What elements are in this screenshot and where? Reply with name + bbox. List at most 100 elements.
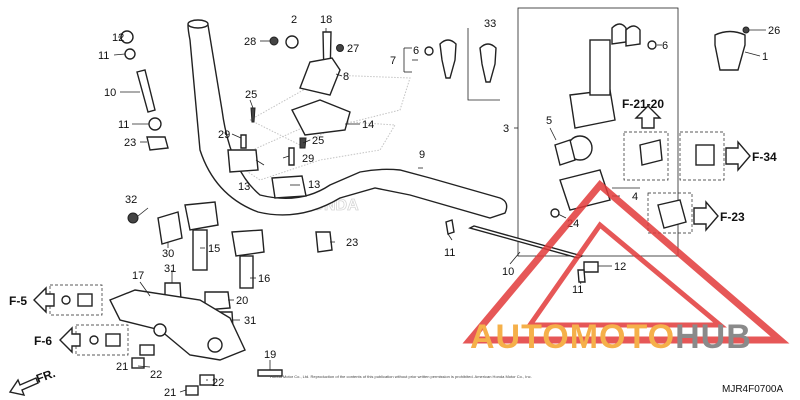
label-22b: 22 bbox=[212, 377, 224, 389]
label-10a: 10 bbox=[104, 87, 116, 99]
front-direction-indicator: FR. bbox=[8, 366, 57, 396]
label-2: 2 bbox=[291, 14, 297, 26]
washer-11a bbox=[124, 48, 136, 60]
holder-14 bbox=[291, 99, 351, 136]
label-5: 5 bbox=[546, 115, 552, 127]
key-33 bbox=[479, 43, 497, 83]
up-arrow bbox=[634, 105, 662, 129]
arrow-f23 bbox=[693, 200, 719, 232]
bolt-28 bbox=[269, 36, 279, 46]
rod-10 bbox=[468, 225, 584, 259]
watermark-logo bbox=[462, 180, 790, 344]
fr-arrow-icon bbox=[8, 377, 39, 396]
label-1: 1 bbox=[762, 51, 768, 63]
label-7: 7 bbox=[390, 55, 396, 67]
bracket-30 bbox=[157, 211, 183, 245]
label-23a: 23 bbox=[124, 137, 136, 149]
watermark-text: AUTOMOTOHUB bbox=[470, 318, 752, 356]
ref-f6: F-6 bbox=[34, 334, 52, 348]
label-11d: 11 bbox=[572, 284, 583, 296]
label-28: 28 bbox=[244, 36, 256, 48]
watermark-moto: MOTO bbox=[570, 318, 675, 356]
ref-f5: F-5 bbox=[9, 294, 27, 308]
label-31a: 31 bbox=[164, 263, 176, 275]
label-25a: 25 bbox=[245, 89, 257, 101]
label-33: 33 bbox=[484, 18, 496, 30]
label-12b: 12 bbox=[614, 261, 626, 273]
upper-holder-assembly bbox=[269, 31, 351, 136]
watermark-hub: HUB bbox=[675, 318, 752, 356]
reference-frames bbox=[623, 105, 751, 234]
nut-12b bbox=[583, 261, 599, 273]
bolt-25a bbox=[250, 107, 256, 123]
seat-lock bbox=[559, 169, 611, 211]
key-blank bbox=[439, 39, 457, 79]
label-20: 20 bbox=[236, 295, 248, 307]
switch-box bbox=[517, 7, 679, 257]
lower-rod bbox=[445, 219, 599, 283]
collar-23b bbox=[315, 231, 333, 253]
label-29a: 29 bbox=[218, 129, 230, 141]
diagram-code: MJR4F0700A bbox=[722, 384, 783, 395]
label-17: 17 bbox=[132, 270, 144, 282]
label-3: 3 bbox=[503, 123, 509, 135]
clip-11c bbox=[445, 219, 455, 235]
label-27: 27 bbox=[347, 43, 359, 55]
label-16: 16 bbox=[258, 273, 270, 285]
label-6a: 6 bbox=[413, 45, 419, 57]
holder-8 bbox=[299, 57, 341, 96]
arrow-f5 bbox=[33, 286, 55, 314]
cover-1 bbox=[714, 30, 746, 71]
nut-27 bbox=[336, 44, 344, 52]
watermark-auto: AUTO bbox=[470, 318, 570, 356]
washer-6a bbox=[424, 46, 434, 56]
left-bar-end-assembly bbox=[120, 30, 169, 151]
collar-22a bbox=[139, 344, 155, 356]
svg-text:AUTOMOTOHUB: AUTOMOTOHUB bbox=[470, 318, 752, 356]
screw-24 bbox=[550, 208, 560, 218]
arrow-f6 bbox=[59, 326, 81, 354]
label-12a: 12 bbox=[112, 32, 124, 44]
left-reference-frames bbox=[33, 284, 129, 356]
washer-11d bbox=[577, 269, 586, 283]
bolt-32 bbox=[127, 212, 139, 224]
key-top-a bbox=[611, 23, 627, 45]
washer-6b bbox=[647, 40, 657, 50]
lock-housing bbox=[554, 139, 576, 166]
label-13a: 13 bbox=[238, 181, 250, 193]
ignition-switch-group bbox=[517, 7, 679, 257]
clip-2 bbox=[285, 35, 299, 49]
holder-16 bbox=[231, 229, 265, 257]
ref-f34: F-34 bbox=[752, 150, 777, 164]
nut-21a bbox=[131, 357, 145, 369]
top-bridge bbox=[109, 289, 246, 361]
label-11b: 11 bbox=[118, 119, 129, 131]
label-9: 9 bbox=[419, 149, 425, 161]
bolt-29a bbox=[240, 134, 247, 149]
screw-26 bbox=[742, 26, 750, 34]
label-11c: 11 bbox=[444, 247, 455, 259]
label-19: 19 bbox=[264, 349, 276, 361]
key-set bbox=[403, 28, 500, 101]
nut-21b bbox=[185, 385, 199, 396]
ref-f23: F-23 bbox=[720, 210, 745, 224]
collar-23a bbox=[146, 136, 169, 151]
label-23b: 23 bbox=[346, 237, 358, 249]
label-10b: 10 bbox=[502, 266, 514, 278]
holder-13a bbox=[227, 149, 259, 173]
cover-assembly bbox=[714, 26, 750, 71]
label-21a: 21 bbox=[116, 361, 128, 373]
label-13b: 13 bbox=[308, 179, 320, 191]
copyright-fine-print: Honda Motor Co., Ltd. Reproduction of th… bbox=[270, 374, 532, 379]
label-30: 30 bbox=[162, 248, 174, 260]
bolt-19 bbox=[257, 369, 283, 377]
label-14: 14 bbox=[362, 119, 374, 131]
reference-labels: F-21-20 F-34 F-23 F-5 F-6 bbox=[9, 97, 777, 348]
label-32: 32 bbox=[125, 194, 137, 206]
leader-lines bbox=[113, 28, 766, 393]
steering-stem-group bbox=[127, 201, 265, 329]
bolt-29b bbox=[288, 147, 295, 166]
label-29b: 29 bbox=[302, 153, 314, 165]
nut-11b bbox=[148, 117, 162, 131]
